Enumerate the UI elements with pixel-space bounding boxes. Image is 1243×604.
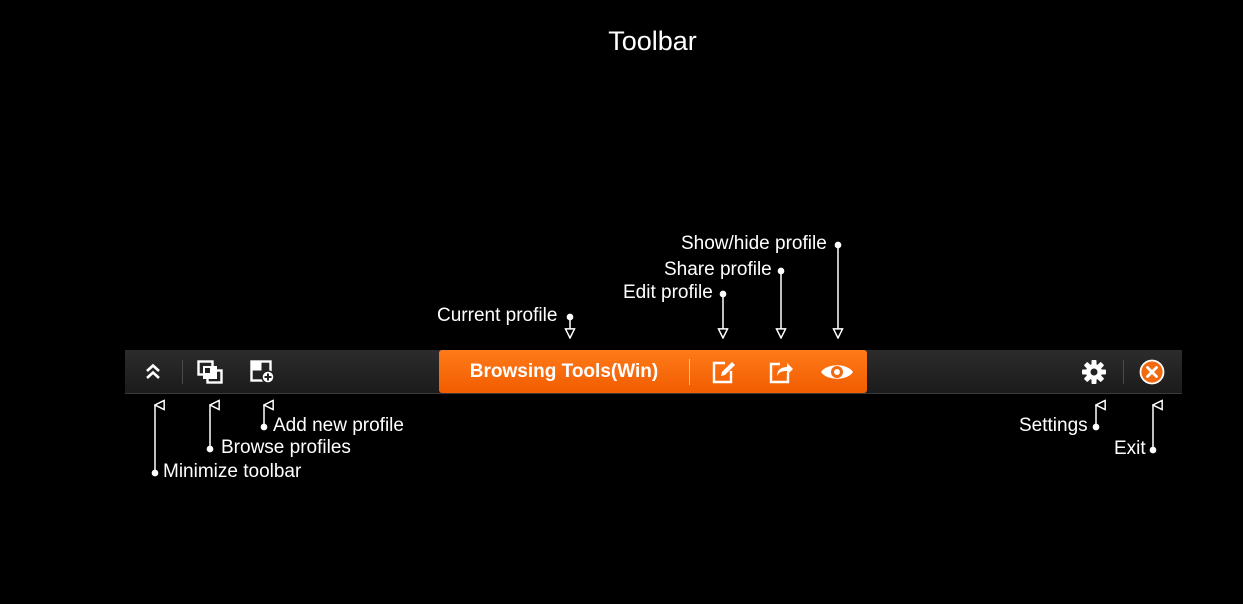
gear-icon [1082,359,1106,384]
current-dot [566,313,574,321]
exit-dot [1149,446,1157,454]
minimize-toolbar-label: Minimize toolbar [163,461,302,482]
current-profile-segment: Browsing Tools(Win) [439,350,867,393]
share-profile-label: Share profile [664,259,772,280]
eye-icon [821,364,853,379]
add-new-profile-label: Add new profile [273,415,404,436]
show-hide-profile-button[interactable] [819,350,855,393]
window-plus-icon [250,359,275,384]
show-hide-dot [834,241,842,249]
browse-dot [206,445,214,453]
show-hide-profile-label: Show/hide profile [681,233,827,254]
settings-label: Settings [1019,415,1088,436]
toolbar-separator [1123,360,1124,384]
edit-profile-button[interactable] [711,350,737,393]
browse-profiles-label: Browse profiles [221,437,351,458]
share-profile-button[interactable] [768,350,794,393]
profile-separator [689,359,690,385]
stacked-windows-icon [197,359,223,384]
diagram-title: Toolbar [608,26,697,56]
share-arrow-icon [769,362,793,383]
minimize-dot [151,469,159,477]
pencil-square-icon [712,361,735,383]
toolbar: Browsing Tools(Win) [125,350,1182,394]
toolbar-separator [182,360,183,384]
add-dot [260,423,268,431]
settings-button[interactable] [1081,350,1107,393]
minimize-toolbar-button[interactable] [141,350,165,393]
double-chevron-up-icon [146,363,160,379]
share-dot [777,267,785,275]
current-profile-button[interactable]: Browsing Tools(Win) [469,361,659,382]
current-profile-label: Current profile [437,305,558,326]
browse-profiles-button[interactable] [197,350,223,393]
close-circle-icon [1139,359,1165,384]
edit-profile-label: Edit profile [623,282,713,303]
exit-button[interactable] [1139,350,1165,393]
add-new-profile-button[interactable] [250,350,276,393]
edit-dot [719,290,727,298]
settings-dot [1092,423,1100,431]
exit-label: Exit [1114,438,1146,459]
